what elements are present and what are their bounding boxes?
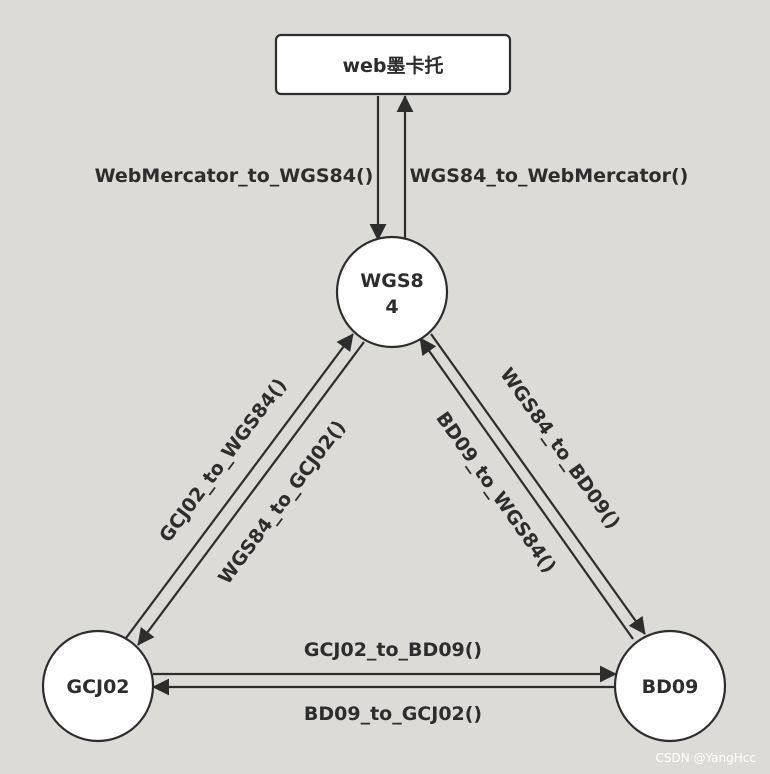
node-bd09: BD09 bbox=[613, 629, 727, 743]
node-gcj02: GCJ02 bbox=[41, 629, 155, 743]
node-wgs84-label-line1: WGS8 bbox=[360, 270, 423, 292]
edge-gcj02-to-wgs84 bbox=[125, 333, 354, 639]
watermark: CSDN @YangHcc bbox=[656, 751, 757, 765]
label-wgs84-to-webmercator: WGS84_to_WebMercator() bbox=[410, 165, 689, 187]
node-gcj02-label: GCJ02 bbox=[66, 676, 129, 698]
node-wgs84-label-line2: 4 bbox=[385, 296, 398, 318]
node-wgs84: WGS8 4 bbox=[335, 235, 449, 349]
node-bd09-label: BD09 bbox=[642, 676, 699, 698]
label-bd09-to-gcj02: BD09_to_GCJ02() bbox=[304, 703, 482, 725]
edge-bd09-to-wgs84 bbox=[419, 337, 634, 640]
label-webmercator-to-wgs84: WebMercator_to_WGS84() bbox=[95, 165, 374, 187]
node-web-mercator: web墨卡托 bbox=[274, 33, 512, 96]
edge-wgs84-to-gcj02 bbox=[137, 341, 365, 646]
node-web-mercator-label: web墨卡托 bbox=[342, 54, 443, 77]
label-gcj02-to-bd09: GCJ02_to_BD09() bbox=[304, 639, 482, 661]
edge-wgs84-to-bd09 bbox=[430, 333, 646, 635]
